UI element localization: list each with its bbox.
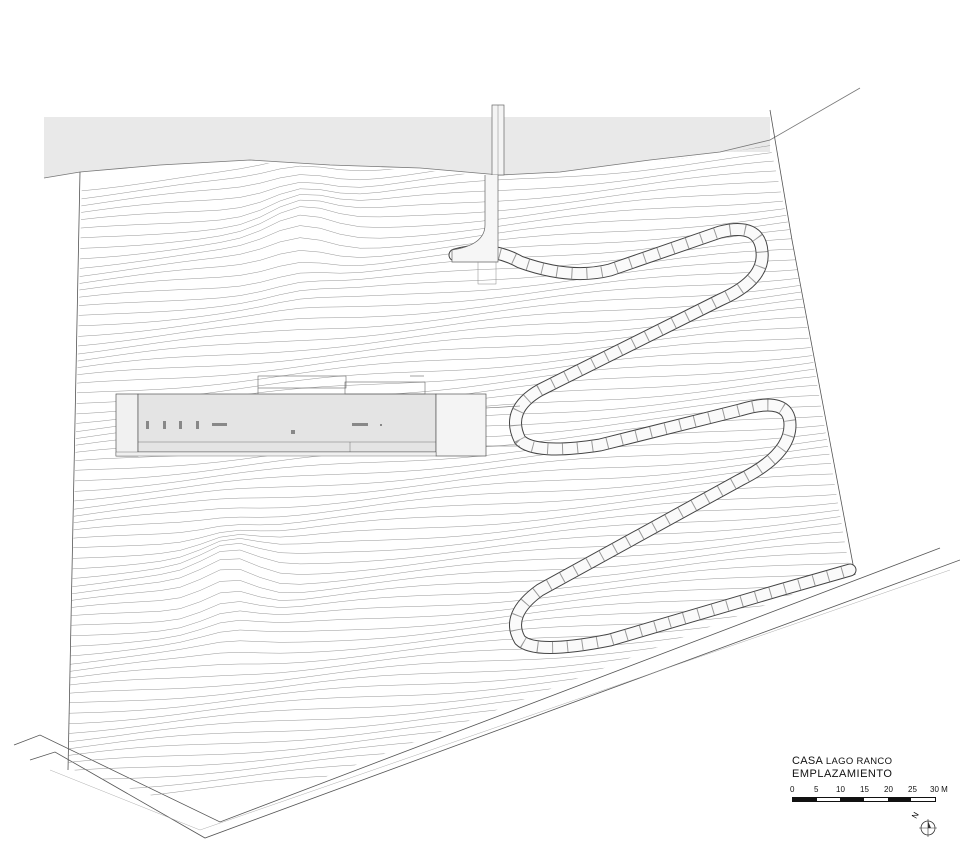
house-terraces	[257, 375, 521, 447]
contour-line	[68, 303, 850, 378]
scale-segment	[911, 798, 935, 801]
contour-line	[68, 314, 850, 385]
scale-segment	[840, 798, 865, 801]
contour-line	[68, 175, 850, 250]
contour-line	[68, 262, 850, 338]
contour-line	[68, 205, 850, 287]
contour-line	[68, 737, 850, 802]
contour-line	[68, 324, 850, 394]
contour-line	[68, 483, 850, 549]
contour-line	[68, 551, 850, 617]
scale-segment	[887, 798, 912, 801]
contour-line	[68, 609, 850, 680]
contour-line	[68, 451, 850, 525]
contour-line	[68, 427, 850, 503]
contour-line	[68, 235, 850, 308]
contour-line	[68, 420, 850, 493]
contour-line	[68, 190, 850, 271]
contour-line	[68, 688, 850, 757]
scale-label-15: 15	[860, 785, 869, 794]
contour-line	[68, 620, 850, 687]
contour-line	[68, 145, 850, 223]
contour-line	[68, 254, 850, 327]
contour-line	[68, 166, 850, 240]
contour-line	[68, 671, 850, 743]
contour-line	[68, 521, 850, 596]
scale-labels: 0 5 10 15 20 25 30 M	[790, 785, 952, 797]
contour-line	[68, 183, 850, 261]
contour-line	[68, 729, 850, 792]
contour-line	[68, 600, 850, 673]
scale-segment	[817, 798, 841, 801]
project-name-sub: LAGO RANCO	[825, 756, 893, 767]
scale-label-5: 5	[814, 785, 819, 794]
contour-line	[68, 571, 850, 637]
project-title: CASA LAGO RANCO	[792, 755, 952, 768]
contour-line	[68, 699, 850, 764]
contour-line	[68, 506, 850, 580]
contour-line	[68, 293, 850, 371]
property-boundary	[67, 109, 856, 771]
scale-label-25: 25	[908, 785, 917, 794]
scale-segment	[793, 798, 817, 801]
title-block: CASA LAGO RANCO EMPLAZAMIENTO 0 5 10 15 …	[790, 755, 952, 802]
contour-line	[68, 641, 850, 704]
contour-line	[68, 197, 850, 280]
contour-line	[68, 245, 850, 317]
scale-label-0: 0	[790, 785, 795, 794]
driveway	[448, 223, 857, 654]
scale-segment	[864, 798, 888, 801]
project-name: CASA	[792, 755, 823, 767]
house-east-deck	[435, 393, 487, 457]
sheet-title: EMPLAZAMIENTO	[792, 768, 893, 780]
scale-bar	[792, 797, 936, 802]
scale-label-10: 10	[836, 785, 845, 794]
contour-line	[68, 461, 850, 532]
contour-line	[68, 664, 850, 735]
house	[115, 393, 487, 457]
contour-line	[68, 442, 850, 519]
contour-line	[68, 679, 850, 751]
contour-line	[68, 562, 850, 627]
shore-line	[43, 87, 861, 179]
lake-area	[44, 117, 770, 178]
scale-label-30: 30 M	[930, 785, 948, 794]
contour-line	[68, 513, 850, 589]
contour-line	[68, 530, 850, 603]
contour-line	[68, 650, 850, 714]
north-arrow-icon	[919, 819, 937, 837]
house-body	[137, 393, 437, 453]
contour-line	[68, 499, 850, 570]
pier	[491, 104, 505, 176]
contour-line	[68, 720, 850, 781]
contour-line	[68, 156, 850, 231]
contour-line	[68, 579, 850, 648]
contour-lines	[68, 145, 850, 802]
pier-path	[451, 175, 499, 263]
contour-line	[68, 269, 850, 348]
contour-line	[68, 434, 850, 512]
north-label: N	[910, 810, 921, 820]
contour-line	[68, 710, 850, 772]
contour-line	[68, 334, 850, 405]
contour-line	[68, 541, 850, 610]
scale-label-20: 20	[884, 785, 893, 794]
house-terrace	[115, 393, 139, 457]
contour-line	[68, 492, 850, 560]
pier-stairs	[477, 261, 497, 285]
